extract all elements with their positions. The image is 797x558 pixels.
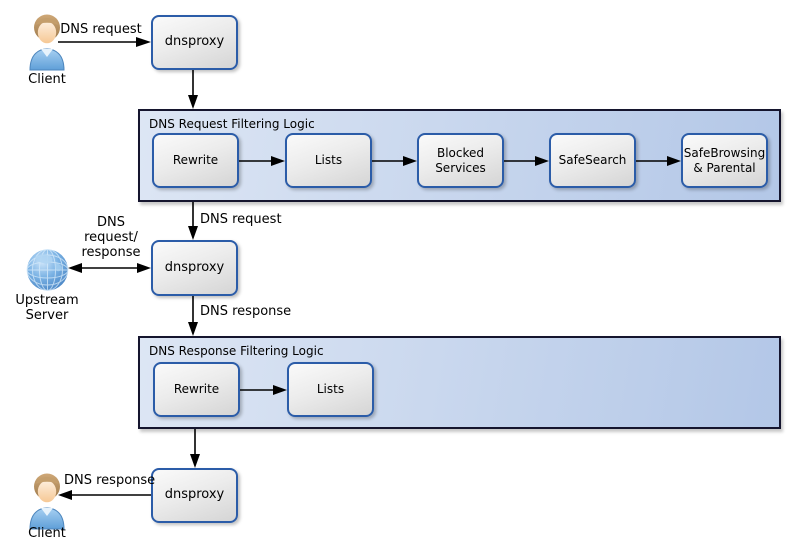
response-filtering-title: DNS Response Filtering Logic — [149, 344, 324, 358]
edge-label-dns-request-response: DNS request/ response — [81, 215, 141, 260]
filter-box-rewrite: Rewrite — [152, 133, 239, 188]
edge-label-dns-response: DNS response — [200, 304, 292, 319]
filter-box-safebrowsing-parental: SafeBrowsing & Parental — [681, 133, 768, 188]
upstream-server-label: Upstream Server — [15, 293, 79, 323]
edge-client-to-dnsproxy — [58, 37, 151, 47]
response-filtering-container: DNS Response Filtering Logic — [138, 336, 781, 429]
filter-box-lists: Lists — [287, 362, 374, 417]
dnsproxy-node: dnsproxy — [151, 240, 238, 296]
edge-dnsproxy-to-request-filter — [188, 70, 198, 109]
edge-label-dns-response: DNS response — [64, 473, 156, 488]
client-icon — [26, 472, 68, 534]
filter-box-rewrite: Rewrite — [153, 362, 240, 417]
edge-upstream-exchange — [68, 263, 151, 273]
edge-response-filter-to-dnsproxy — [190, 429, 200, 468]
edge-dnsproxy-to-response-filter — [188, 296, 198, 336]
filter-box-lists: Lists — [285, 133, 372, 188]
globe-icon — [25, 247, 70, 297]
request-filtering-title: DNS Request Filtering Logic — [149, 117, 315, 131]
filter-box-safesearch: SafeSearch — [549, 133, 636, 188]
dnsproxy-node: dnsproxy — [151, 15, 238, 70]
edge-request-filter-to-dnsproxy — [188, 202, 198, 240]
filter-box-blocked-services: Blocked Services — [417, 133, 504, 188]
client-label: Client — [28, 72, 66, 87]
client-label: Client — [28, 526, 66, 541]
edge-label-dns-request: DNS request — [60, 22, 142, 37]
client-icon — [26, 13, 68, 75]
edge-dnsproxy-to-client — [58, 490, 151, 500]
edge-label-dns-request: DNS request — [200, 212, 282, 227]
dnsproxy-node: dnsproxy — [151, 468, 238, 523]
